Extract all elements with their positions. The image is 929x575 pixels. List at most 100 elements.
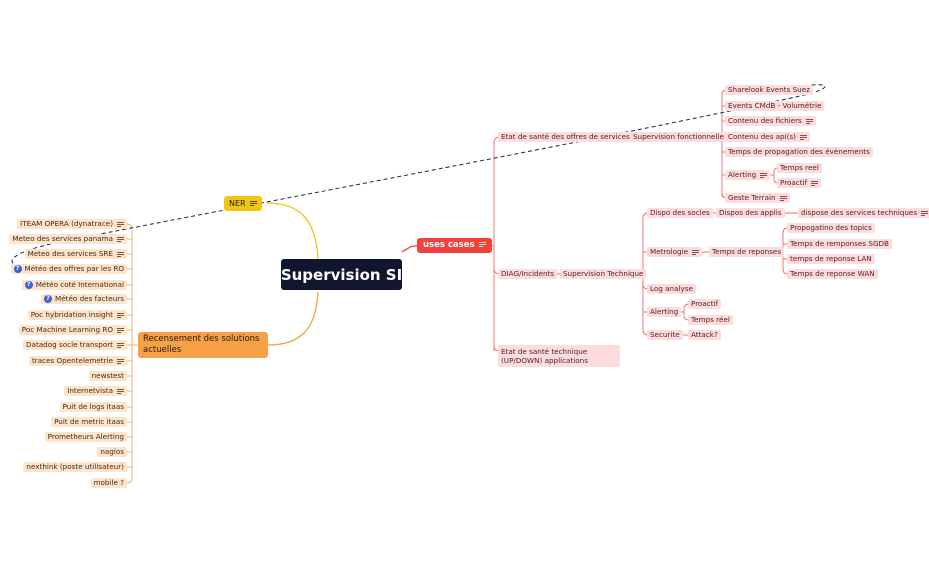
notes-icon: [117, 236, 124, 242]
node-label: Dispo des socles: [650, 208, 710, 217]
notes-icon: [249, 201, 257, 206]
node-alerting-technique[interactable]: Alerting: [647, 307, 682, 317]
node-attack[interactable]: Attack?: [688, 330, 721, 340]
recensement-item[interactable]: ?Météo coté International: [21, 280, 127, 290]
node-contenu-fichiers[interactable]: Contenu des fichiers: [725, 116, 816, 126]
node-dispose-services[interactable]: dispose des services techniques: [798, 208, 929, 218]
recensement-item-label: Météo coté International: [35, 280, 124, 289]
recensement-item[interactable]: nexthink (poste utilisateur): [23, 462, 127, 472]
recensement-item[interactable]: traces Opentelemetrie: [28, 356, 127, 366]
recensement-item-label: Météo des facteurs: [55, 294, 124, 303]
recensement-item[interactable]: Meteo des services panama: [9, 234, 127, 244]
node-proactif-technique[interactable]: Proactif: [688, 299, 722, 309]
notes-icon: [921, 210, 929, 216]
central-topic[interactable]: Supervision SI: [281, 259, 402, 290]
recensement-item[interactable]: newstest: [88, 371, 127, 381]
node-label: DIAG/Incidents: [501, 269, 555, 278]
recensement-item-label: mobile ?: [93, 478, 124, 487]
node-label: Attack?: [691, 330, 718, 339]
connector-root-ner: [266, 202, 319, 260]
node-label: Proactif: [780, 178, 808, 187]
notes-icon: [117, 358, 124, 364]
node-label: Dispos des applis: [719, 208, 782, 217]
node-label: Contenu des api(s): [728, 132, 796, 141]
recensement-item-label: Poc hybridation insight: [30, 310, 113, 319]
recensement-item-label: Datadog socle transport: [26, 340, 113, 349]
recensement-item-label: Puit de logs itaas: [62, 402, 125, 411]
node-temps-sgdb[interactable]: Temps de remponses SGDB: [787, 239, 892, 249]
node-events-cmdb[interactable]: Events CMdB - Volumétrie: [725, 101, 825, 111]
node-temps-propagation[interactable]: Temps de propagation des évènements: [725, 147, 873, 157]
node-label: Sharelook Events Suez: [728, 85, 810, 94]
branch-uses-cases[interactable]: uses cases: [417, 238, 492, 253]
node-temps-lan[interactable]: temps de reponse LAN: [787, 254, 875, 264]
node-proactif-fonctionnel[interactable]: Proactif: [777, 178, 822, 188]
node-supervision-fonctionnelle[interactable]: Supervision fonctionnelle: [630, 132, 727, 142]
node-temps-wan[interactable]: Temps de reponse WAN: [787, 269, 878, 279]
notes-icon: [117, 327, 124, 333]
node-label: Events CMdB - Volumétrie: [728, 101, 822, 110]
recensement-item-label: nexthink (poste utilisateur): [26, 462, 124, 471]
notes-icon: [805, 118, 813, 124]
node-label: Supervision Technique: [563, 269, 644, 278]
node-temps-reel-fonctionnel[interactable]: Temps reel: [777, 163, 822, 173]
recensement-item-label: ITEAM OPERA (dynatrace): [20, 219, 113, 228]
notes-icon: [779, 195, 787, 201]
question-icon: ?: [13, 265, 22, 273]
recensement-item[interactable]: Puit de logs itaas: [59, 402, 127, 412]
notes-icon: [117, 221, 124, 227]
recensement-item[interactable]: mobile ?: [90, 478, 127, 488]
node-temps-reel-technique[interactable]: Temps réel: [688, 315, 733, 325]
notes-icon: [799, 134, 807, 140]
node-geste-terrain[interactable]: Geste Terrain: [725, 193, 790, 203]
node-propogatino-topics[interactable]: Propogatino des topics: [787, 223, 875, 233]
node-diag-incidents[interactable]: DIAG/Incidents: [498, 269, 558, 279]
recensement-item[interactable]: Puit de metric itaas: [51, 417, 127, 427]
recensement-item[interactable]: Meteo des services SRE: [24, 249, 127, 259]
branch-uses-cases-label: uses cases: [423, 240, 475, 250]
node-contenu-api[interactable]: Contenu des api(s): [725, 132, 810, 142]
node-etat-offres[interactable]: Etat de santé des offres de services: [498, 132, 633, 142]
notes-icon: [692, 249, 700, 255]
question-icon: ?: [24, 281, 33, 289]
node-label: Contenu des fichiers: [728, 116, 802, 125]
node-label: Temps réel: [691, 315, 730, 324]
recensement-item-label: Internetvista: [67, 386, 113, 395]
node-dispo-socles[interactable]: Dispo des socles: [647, 208, 713, 218]
node-label: Temps reel: [780, 163, 819, 172]
notes-icon: [117, 312, 124, 318]
recensement-item[interactable]: Internetvista: [64, 386, 127, 396]
node-label: Geste Terrain: [728, 193, 776, 202]
node-dispos-applis[interactable]: Dispos des applis: [716, 208, 785, 218]
branch-recensement[interactable]: Recensement des solutions actuelles: [138, 332, 268, 358]
node-label: dispose des services techniques: [801, 208, 918, 217]
recensement-item[interactable]: ITEAM OPERA (dynatrace): [17, 219, 127, 229]
node-label: Alerting: [650, 307, 679, 316]
node-log-analyse[interactable]: Log analyse: [647, 284, 696, 294]
node-supervision-technique[interactable]: Supervision Technique: [560, 269, 647, 279]
recensement-item[interactable]: Poc Machine Learning RO: [18, 325, 127, 335]
recensement-item[interactable]: Poc hybridation insight: [27, 310, 127, 320]
node-label: temps de reponse LAN: [790, 254, 872, 263]
recensement-item-label: traces Opentelemetrie: [31, 356, 113, 365]
node-etat-technique[interactable]: Etat de santé technique (UP/DOWN) applic…: [498, 345, 620, 367]
recensement-item[interactable]: ?Météo des offres par les RO: [10, 264, 127, 274]
node-sharelook[interactable]: Sharelook Events Suez: [725, 85, 813, 95]
notes-icon: [478, 242, 486, 247]
recensement-item[interactable]: nagios: [97, 447, 127, 457]
node-alerting-fonctionnel[interactable]: Alerting: [725, 170, 771, 180]
node-metrologie[interactable]: Metrologie: [647, 247, 703, 257]
recensement-item[interactable]: Prometheurs Alerting: [44, 432, 127, 442]
node-label: Temps de reponse WAN: [790, 269, 875, 278]
branch-ner[interactable]: NER: [224, 196, 262, 211]
question-icon: ?: [44, 295, 53, 303]
recensement-item[interactable]: ?Météo des facteurs: [41, 294, 127, 304]
node-label: Log analyse: [650, 284, 693, 293]
node-securite[interactable]: Securite: [647, 330, 683, 340]
node-label: Temps de propagation des évènements: [728, 147, 870, 156]
recensement-item[interactable]: Datadog socle transport: [23, 340, 127, 350]
node-label: Securite: [650, 330, 680, 339]
recensement-item-label: Meteo des services panama: [12, 234, 113, 243]
node-temps-reponses[interactable]: Temps de reponses: [709, 247, 785, 257]
notes-icon: [811, 180, 819, 186]
